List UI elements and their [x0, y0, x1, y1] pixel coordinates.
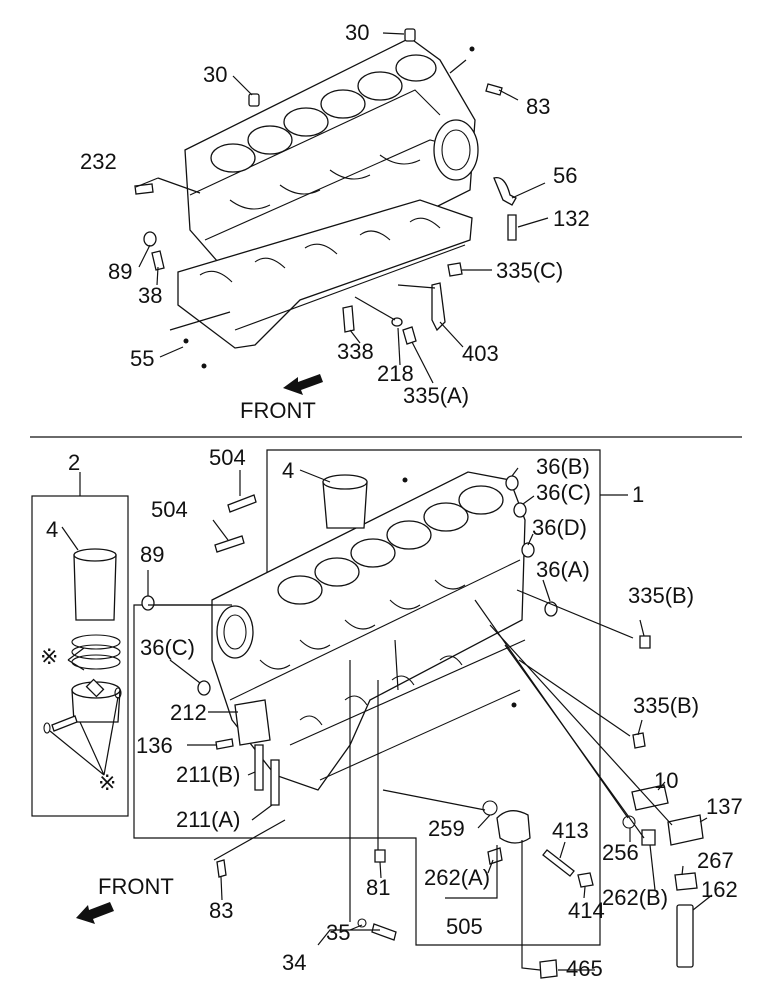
callout-30: 30	[203, 62, 227, 87]
callout-4-kit: 4	[46, 517, 58, 542]
callout-259: 259	[428, 816, 465, 841]
callout-267: 267	[697, 848, 734, 873]
callout-36d: 36(D)	[532, 515, 587, 540]
callout-504: 504	[151, 497, 188, 522]
callout-83: 83	[526, 94, 550, 119]
callout-211a: 211(A)	[176, 807, 240, 832]
upper-lower-crankcase	[177, 199, 473, 349]
callout-36b: 36(B)	[536, 454, 590, 479]
lower-cylinder-bores	[277, 485, 504, 605]
lower-cylinder-block	[211, 471, 526, 791]
callout-335c: 335(C)	[496, 258, 563, 283]
upper-cylinder-bores	[210, 54, 437, 173]
callout-256: 256	[602, 840, 639, 865]
callout-212: 212	[170, 700, 207, 725]
callout-335b-upper: 335(B)	[628, 583, 694, 608]
callout-504-top: 504	[209, 445, 246, 470]
upper-leader-lines	[135, 32, 549, 384]
callout-89-lower: 89	[140, 542, 164, 567]
callout-465: 465	[566, 956, 603, 981]
callout-262a: 262(A)	[424, 865, 490, 890]
callout-56: 56	[553, 163, 577, 188]
callout-89: 89	[108, 259, 132, 284]
callout-211b: 211(B)	[176, 762, 240, 787]
note-mark-2: ※	[98, 770, 116, 795]
upper-front-arrow-icon	[283, 374, 323, 395]
lower-dot-marker	[402, 477, 408, 483]
upper-front-label: FRONT	[240, 398, 316, 423]
upper-dot-marker	[201, 363, 207, 369]
callout-232: 232	[80, 149, 117, 174]
callout-414: 414	[568, 898, 605, 923]
callout-335b-lower: 335(B)	[633, 693, 699, 718]
callout-262b: 262(B)	[602, 885, 668, 910]
callout-10: 10	[654, 768, 678, 793]
callout-137: 137	[706, 794, 743, 819]
note-mark-1: ※	[40, 644, 58, 669]
upper-small-parts	[134, 28, 517, 345]
upper-dot-marker	[183, 338, 189, 344]
callout-413: 413	[552, 818, 589, 843]
callout-4-liner: 4	[282, 458, 294, 483]
lower-leader-lines	[147, 467, 713, 971]
upper-callout-labels: 30 30 83 232 56 132 89 38 335(C) 55 338 …	[80, 20, 590, 408]
lower-small-parts	[141, 475, 704, 979]
callout-34: 34	[282, 950, 306, 975]
piston-kit-parts	[43, 526, 122, 776]
callout-81: 81	[366, 875, 390, 900]
callout-36c-left: 36(C)	[140, 635, 195, 660]
callout-30-top: 30	[345, 20, 369, 45]
callout-505: 505	[446, 914, 483, 939]
callout-132: 132	[553, 206, 590, 231]
lower-callout-labels: 2 504 4 36(B) 36(C) 1 504 4 36(D) 89 36(…	[40, 445, 743, 981]
callout-218: 218	[377, 361, 414, 386]
callout-136: 136	[136, 733, 173, 758]
callout-403: 403	[462, 341, 499, 366]
lower-front-arrow-icon	[76, 902, 114, 924]
callout-2: 2	[68, 450, 80, 475]
callout-335a: 335(A)	[403, 383, 469, 408]
upper-dot-marker	[469, 46, 475, 52]
callout-35: 35	[326, 920, 350, 945]
lower-view: FRONT 2 504 4 36(B) 36(C) 1 504 4 36(D) …	[31, 445, 743, 981]
upper-view: FRONT 30 30 83 232 56 132 89 38 335(C) 5…	[80, 20, 590, 423]
callout-55: 55	[130, 346, 154, 371]
lower-front-label: FRONT	[98, 874, 174, 899]
lower-dot-marker	[511, 702, 517, 708]
callout-338: 338	[337, 339, 374, 364]
callout-38: 38	[138, 283, 162, 308]
cylinder-liner-4	[322, 474, 368, 529]
callout-36c: 36(C)	[536, 480, 591, 505]
callout-83-lower: 83	[209, 898, 233, 923]
callout-162: 162	[701, 877, 738, 902]
callout-36a: 36(A)	[536, 557, 590, 582]
callout-1: 1	[632, 482, 644, 507]
